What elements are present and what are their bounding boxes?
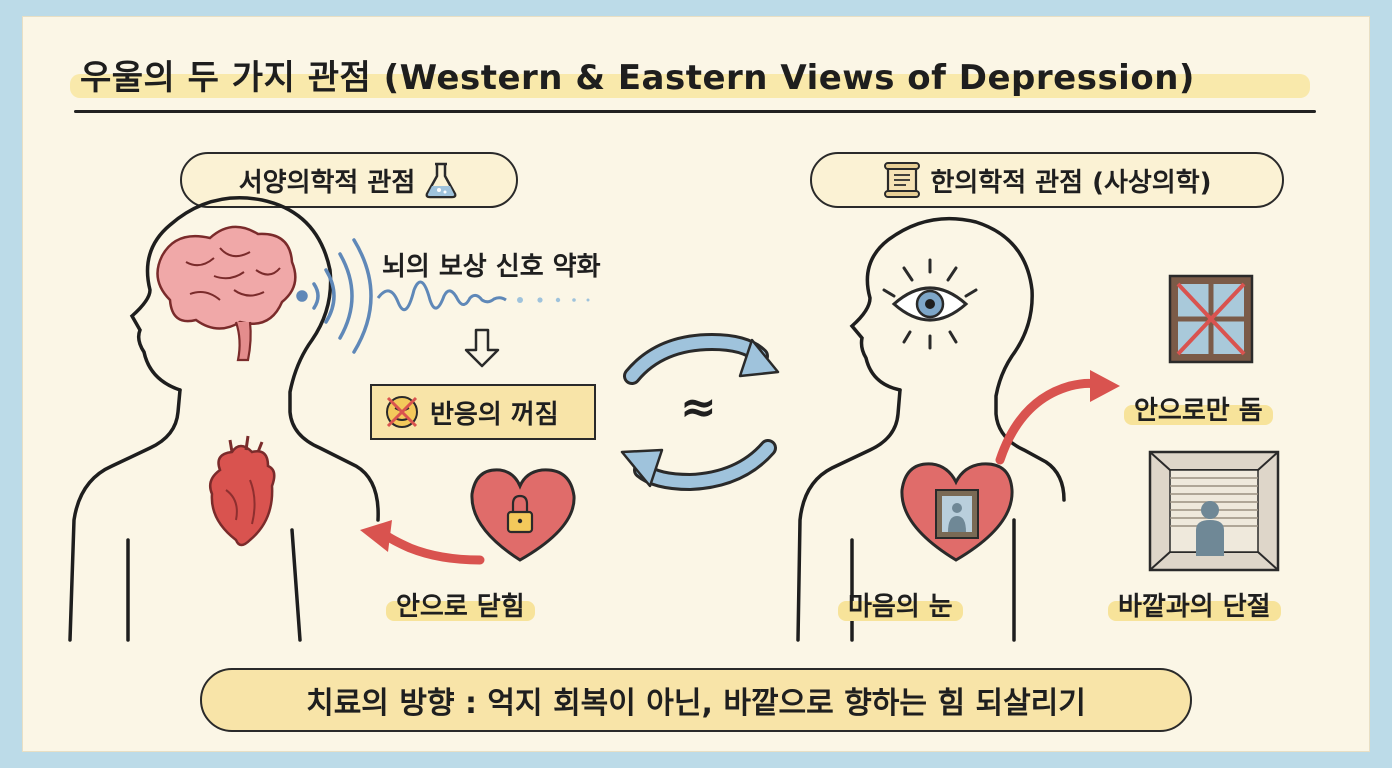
disconnection-label-wrap: 바깥과의 단절 <box>1108 586 1281 623</box>
eastern-header-label: 한의학적 관점 (사상의학) <box>930 167 1212 198</box>
title-highlight <box>70 74 1310 98</box>
inward-turning-arrow <box>995 378 1101 465</box>
inward-only-label: 안으로만 돔 <box>1124 390 1273 427</box>
inward-only-label-wrap: 안으로만 돔 <box>1124 390 1273 427</box>
mind-eye-label-wrap: 마음의 눈 <box>838 586 963 623</box>
reward-signal-label: 뇌의 보상 신호 약화 <box>382 252 601 282</box>
response-off-box: 반응의 꺼짐 <box>370 384 596 440</box>
closing-inward-arrow <box>379 529 485 565</box>
crossed-face-icon <box>386 396 418 428</box>
brain-icon <box>156 225 297 362</box>
fading-signal-dots <box>517 297 590 303</box>
eastern-header-pill: 한의학적 관점 (사상의학) <box>810 152 1284 208</box>
paper-background <box>22 16 1370 752</box>
crossed-window-icon <box>1168 274 1254 364</box>
inward-turning-arrowhead <box>1090 370 1120 402</box>
page-title: 우울의 두 가지 관점 (Western & Eastern Views of … <box>80 58 1195 98</box>
shuttered-room-icon <box>1148 450 1280 572</box>
down-arrow-icon <box>464 328 500 368</box>
closing-inward-arrowhead <box>360 520 392 552</box>
treatment-direction-pill: 치료의 방향 : 억지 회복이 아닌, 바깥으로 향하는 힘 되살리기 <box>200 668 1192 732</box>
response-off-label: 반응의 꺼짐 <box>430 399 559 430</box>
weakening-signal-line <box>376 280 507 312</box>
heart-window-icon <box>900 462 1014 562</box>
eastern-person-outline <box>796 216 1066 642</box>
locked-heart-icon <box>470 468 576 562</box>
cycle-arrows <box>620 332 780 492</box>
signal-waves <box>296 238 373 354</box>
scroll-icon <box>884 162 921 198</box>
flask-icon <box>425 162 457 199</box>
closing-inward-label: 안으로 닫힘 <box>386 586 535 623</box>
mind-eye-icon <box>882 258 978 350</box>
treatment-direction-text: 치료의 방향 : 억지 회복이 아닌, 바깥으로 향하는 힘 되살리기 <box>306 686 1086 721</box>
western-header-label: 서양의학적 관점 <box>238 167 416 198</box>
anatomical-heart-icon <box>209 435 276 547</box>
closing-inward-label-wrap: 안으로 닫힘 <box>386 586 535 623</box>
disconnection-label: 바깥과의 단절 <box>1108 586 1281 623</box>
approx-symbol: ≈ <box>680 382 717 433</box>
mind-eye-label: 마음의 눈 <box>838 586 963 623</box>
title-underline <box>74 110 1316 113</box>
western-person-outline <box>68 196 380 642</box>
